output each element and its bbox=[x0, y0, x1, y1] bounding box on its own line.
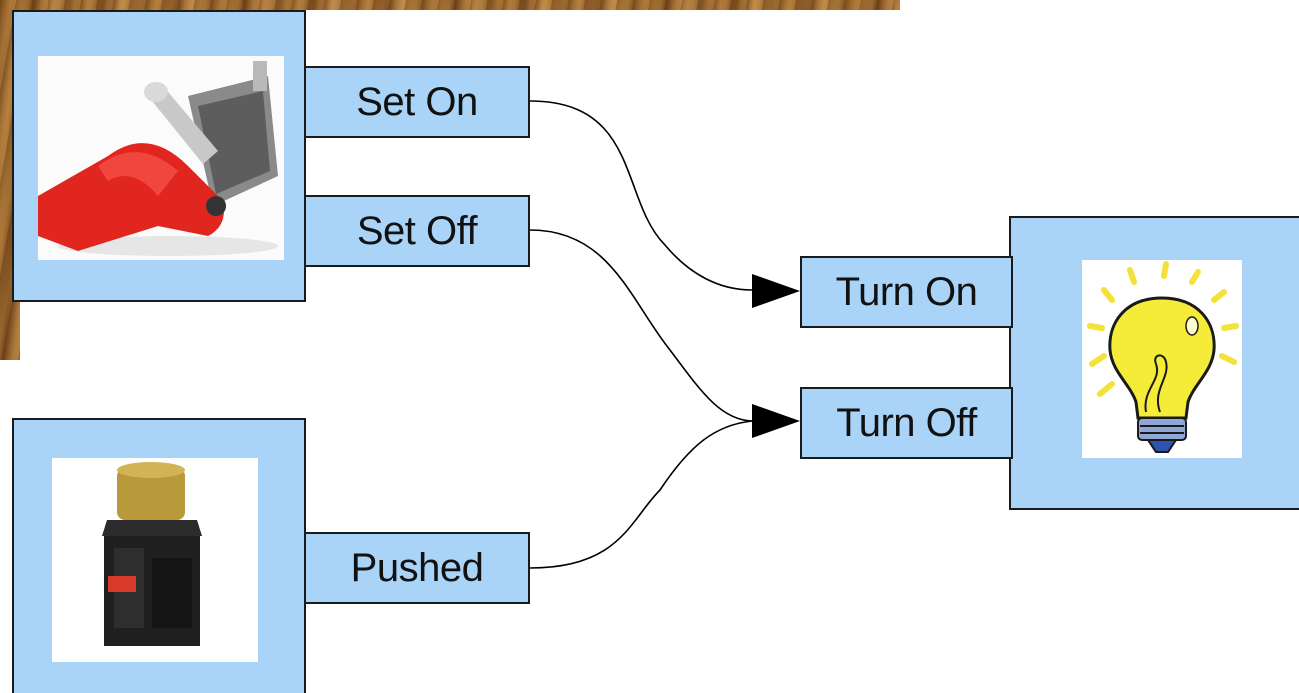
port-pushed[interactable]: Pushed bbox=[304, 532, 530, 604]
port-set-on[interactable]: Set On bbox=[304, 66, 530, 138]
push-button-photo-icon bbox=[52, 458, 258, 662]
push-button-node[interactable] bbox=[12, 418, 306, 693]
wire-set-off-to-turn-off[interactable] bbox=[529, 229, 753, 422]
port-turn-off[interactable]: Turn Off bbox=[800, 387, 1013, 459]
toggle-switch-photo-icon bbox=[38, 56, 284, 260]
light-bulb-icon bbox=[1082, 260, 1242, 458]
port-label-set-on: Set On bbox=[356, 79, 478, 124]
port-turn-on[interactable]: Turn On bbox=[800, 256, 1013, 328]
arrowhead-turn-on bbox=[752, 274, 800, 308]
port-label-pushed: Pushed bbox=[350, 545, 484, 590]
wire-set-on-to-turn-on[interactable] bbox=[529, 100, 753, 291]
arrowhead-turn-off bbox=[752, 404, 800, 438]
port-label-turn-off: Turn Off bbox=[836, 400, 977, 445]
port-label-turn-on: Turn On bbox=[835, 269, 978, 314]
port-label-set-off: Set Off bbox=[356, 208, 478, 253]
light-bulb-node[interactable] bbox=[1009, 216, 1299, 510]
port-set-off[interactable]: Set Off bbox=[304, 195, 530, 267]
toggle-switch-node[interactable] bbox=[12, 10, 306, 302]
wire-pushed-to-turn-off[interactable] bbox=[529, 420, 753, 569]
